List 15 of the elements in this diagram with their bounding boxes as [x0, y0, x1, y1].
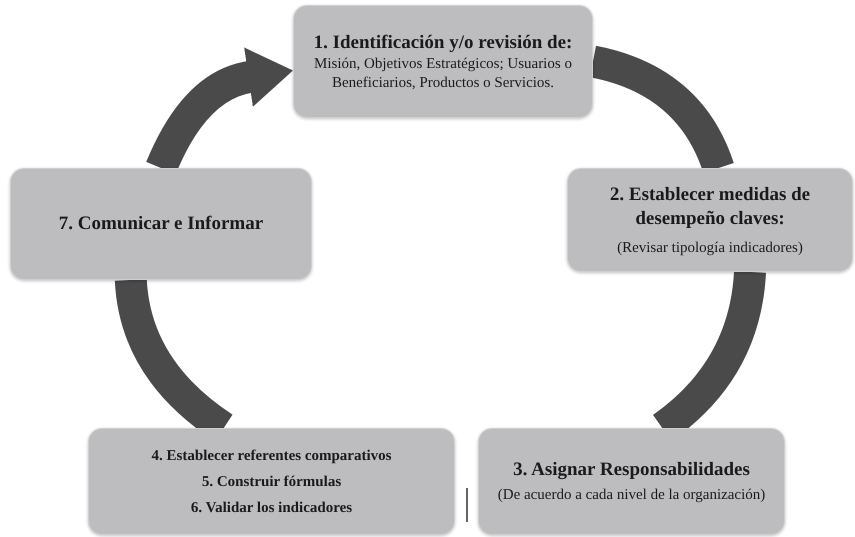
- step-box: [567, 168, 853, 272]
- step-box: [478, 428, 785, 535]
- step-text: Misión, Objetivos Estratégicos; Usuarios o Beneficiarios, Productos o Servicios.: [313, 54, 573, 92]
- step-box: [10, 168, 312, 280]
- step-text: 5. Construir fórmulas: [202, 472, 342, 492]
- step-text: (Revisar tipología indicadores): [617, 238, 803, 258]
- step-title: 3. Asignar Responsabilidades: [513, 458, 750, 482]
- step-title: 1. Identificación y/o revisión de:: [314, 30, 572, 54]
- step-text: (De acuerdo a cada nivel de la organización): [498, 486, 766, 505]
- step-text: 6. Validar los indicadores: [190, 498, 352, 518]
- step-box: [88, 428, 455, 535]
- step-title: 7. Comunicar e Informar: [58, 212, 264, 236]
- step-title: 4. Establecer referentes comparativos: [152, 446, 392, 466]
- step-title: 2. Establecer medidas de desempeño claves:: [608, 182, 812, 230]
- step-box: [293, 5, 593, 118]
